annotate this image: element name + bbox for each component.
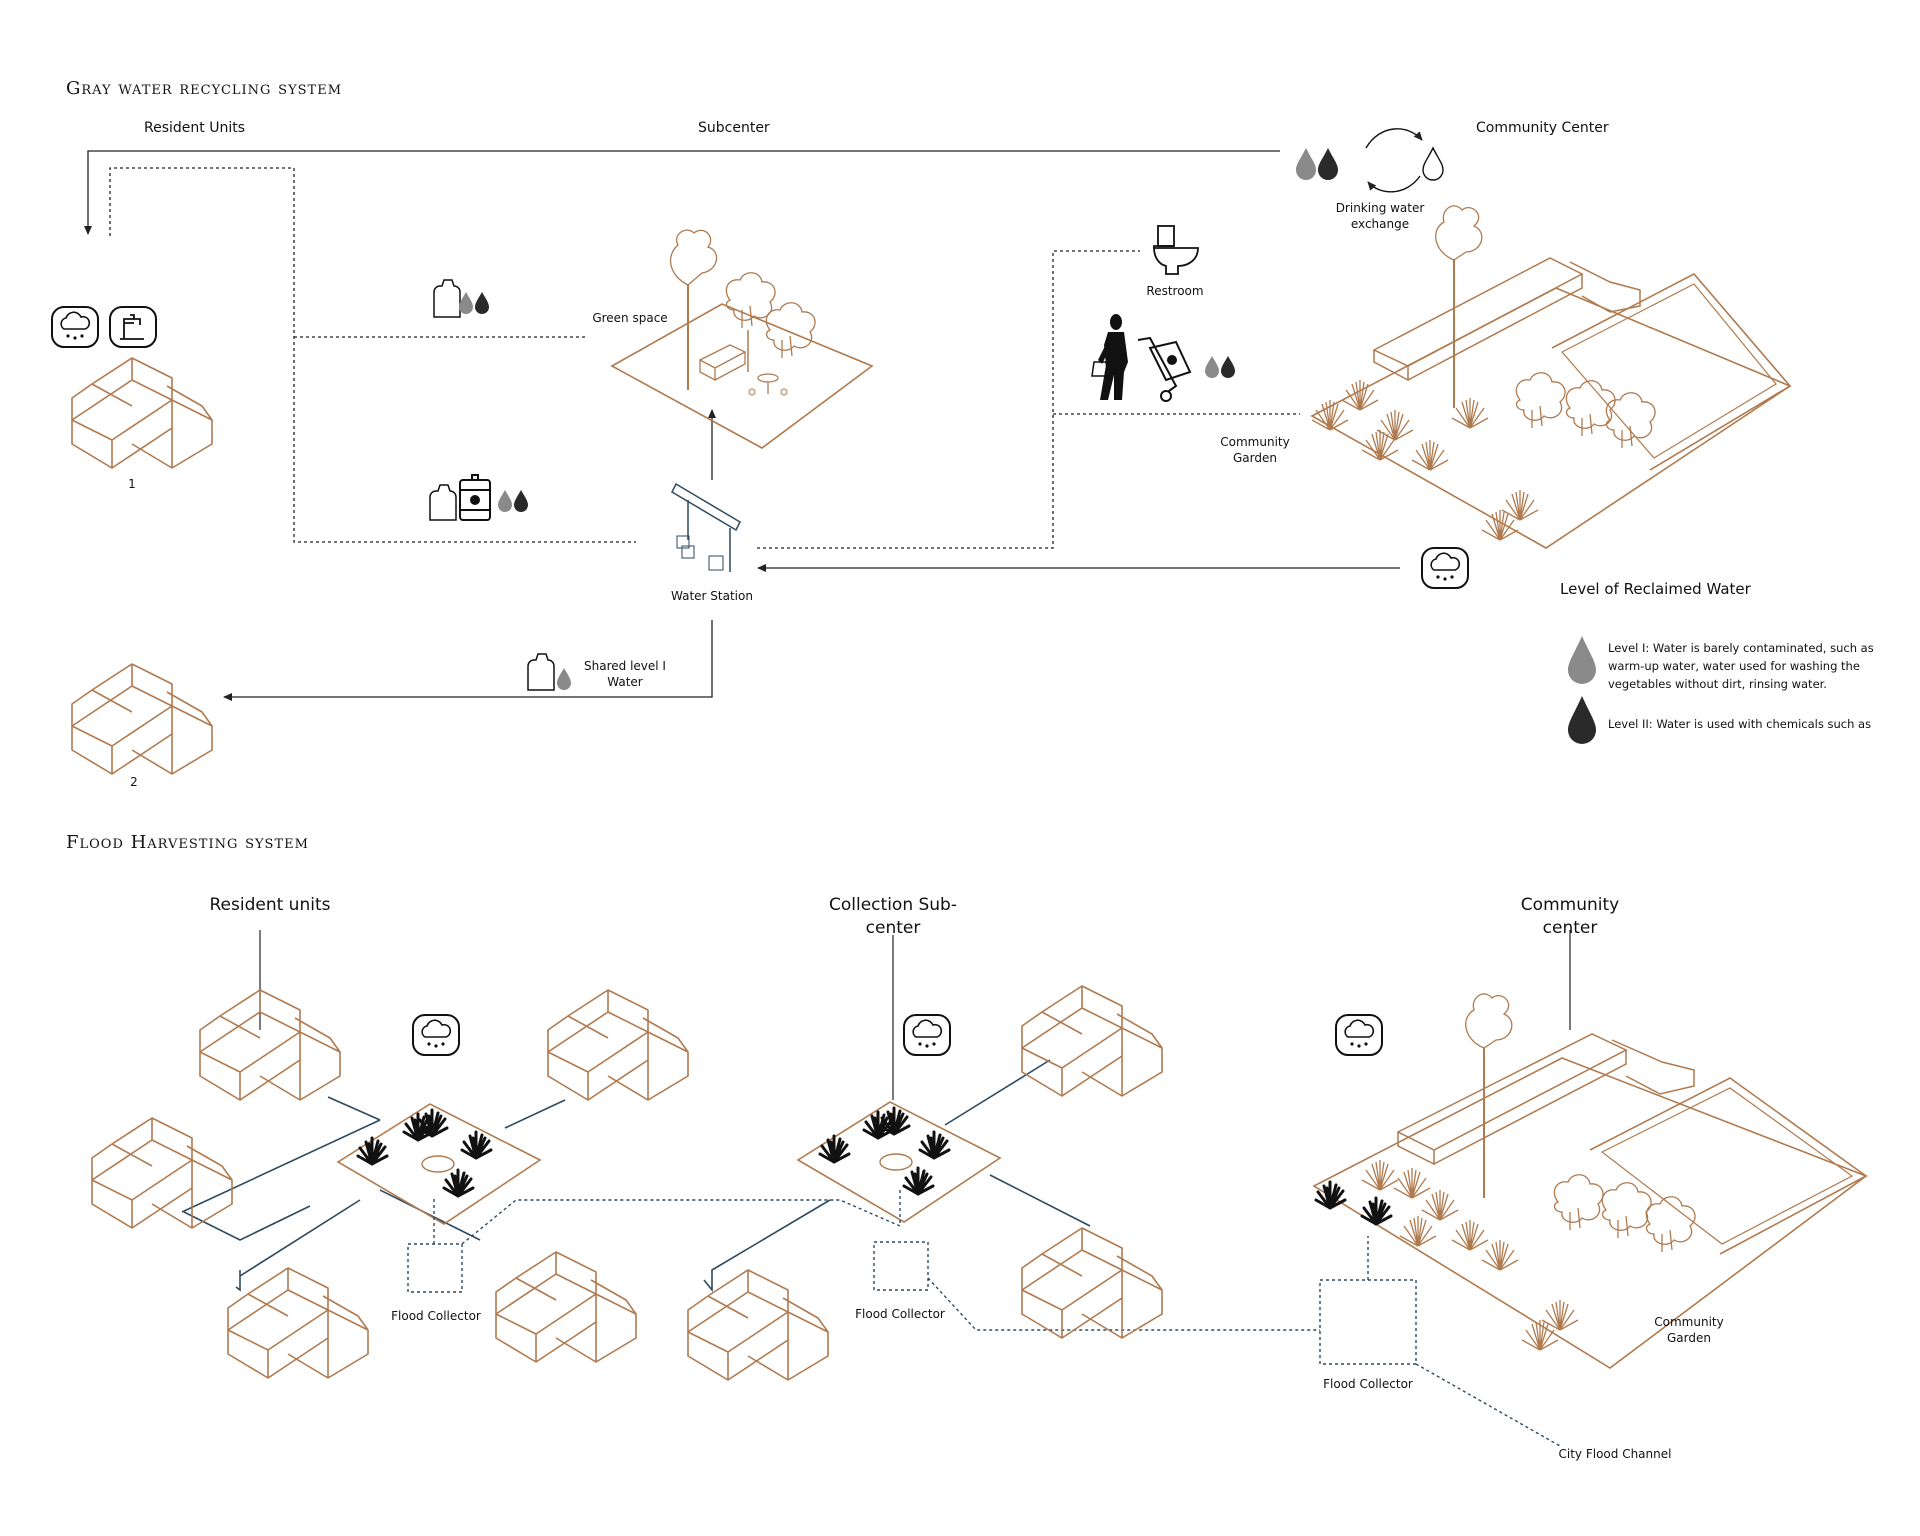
resident-house [1021,985,1163,1097]
cycle-arrows-icon [1365,128,1423,193]
water-station-label: Water Station [671,589,753,603]
resident-house [1021,1227,1163,1339]
collection-subcenter-label: Collection Sub-center [829,895,957,938]
level-1-drop [1568,636,1596,684]
toilet-icon [1153,225,1199,275]
water-station-illustration [671,482,741,572]
city-flood-channel-label: City Flood Channel [1558,1447,1672,1461]
unit-2-label: 2 [130,775,138,789]
water-drop-icon [1296,146,1444,181]
resident-house [91,1117,233,1229]
flood-collector-label: Flood Collector [391,1309,481,1323]
water-jug-icon [527,653,555,691]
flood-community-center-label: Community center [1520,895,1620,938]
water-barrel-icon [459,474,491,521]
community-garden-label: Community Garden [1220,435,1290,465]
water-drop-icon [557,668,571,690]
drain-pipes-left [181,1096,566,1292]
resident-house [495,1251,637,1363]
flood-collector-label: Flood Collector [855,1307,945,1321]
faucet-icon [109,306,157,348]
resident-house [227,1267,369,1379]
legend-level-1: Level I: Water is barely contaminated, s… [1608,641,1874,691]
water-cart-icon [1137,336,1192,402]
rain-cloud-icon [412,1014,460,1056]
subcenter-label: Subcenter [698,120,770,136]
flood-community-garden-label: Community Garden [1654,1315,1724,1345]
resident-house-1 [71,357,213,469]
flood-heading: Flood Harvesting system [66,832,309,853]
rain-cloud-icon [903,1014,951,1056]
unit-1-label: 1 [128,477,136,491]
gray-water-heading: Gray water recycling system [66,78,343,99]
community-center-label: Community Center [1476,120,1609,136]
person-walking-icon [1091,314,1128,400]
water-jug-icon [429,484,457,521]
collection-pad-1 [336,1103,542,1225]
level-2-drop [1568,696,1596,744]
flood-resident-units-label: Resident units [209,895,331,915]
drinking-exchange-label: Drinking water exchange [1335,201,1425,231]
community-center-illustration [1310,205,1792,549]
collection-pad-2 [796,1101,1002,1223]
water-jug-icon [433,279,461,318]
rain-cloud-icon [1421,547,1469,589]
shared-water-label: Shared level I Water [584,659,666,689]
drain-pipes-middle [703,1059,1091,1293]
rain-cloud-icon [51,306,99,348]
water-drop-icon [1205,356,1235,378]
water-drop-icon [459,292,489,314]
resident-house [547,989,689,1101]
resident-house-2 [71,663,213,775]
legend-level-2: Level II: Water is used with chemicals s… [1608,717,1872,731]
community-center-flood-illustration [1312,993,1868,1369]
flood-collector-label: Flood Collector [1323,1377,1413,1391]
resident-house [199,989,341,1101]
rain-cloud-icon [1335,1014,1383,1056]
water-drop-icon [498,490,528,512]
flood-channel-links [433,1188,1561,1447]
green-space-illustration [610,229,874,449]
green-space-label: Green space [592,311,668,325]
restroom-label: Restroom [1146,284,1204,298]
legend-title: Level of Reclaimed Water [1560,580,1751,598]
resident-units-label: Resident Units [144,120,246,136]
